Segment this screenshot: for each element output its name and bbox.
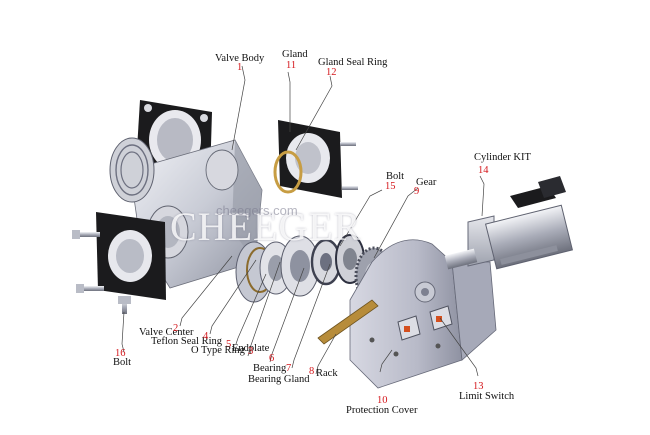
rack-shape bbox=[317, 299, 379, 345]
callout-name: Gland bbox=[282, 49, 308, 60]
watermark-url: cheegers.com bbox=[216, 203, 298, 218]
limit-switch-shape bbox=[397, 305, 453, 341]
callout-number: 3 bbox=[248, 346, 254, 357]
callout-name: Limit Switch bbox=[459, 391, 515, 402]
callout-number: 11 bbox=[286, 60, 297, 71]
left-flange-shape bbox=[96, 212, 166, 300]
callout-name: Valve Body bbox=[215, 53, 265, 64]
watermark-brand: CHEEGER bbox=[170, 204, 362, 249]
callout-number: 7 bbox=[286, 363, 292, 374]
callout-name: Valve Center bbox=[139, 327, 194, 338]
callout-name: Teflon Seal Ring bbox=[151, 336, 223, 347]
gland-seal-ring-shape bbox=[273, 150, 303, 194]
callout-name: Cylinder KIT bbox=[474, 152, 531, 163]
callout-number: 2 bbox=[173, 323, 179, 334]
callout-name: Bolt bbox=[386, 171, 405, 182]
callout-number: 4 bbox=[203, 331, 209, 342]
callout-number: 8 bbox=[309, 366, 315, 377]
cylinder-kit-shape bbox=[444, 176, 574, 270]
callout-name: Gear bbox=[416, 177, 437, 188]
callout-name: Gland Seal Ring bbox=[318, 57, 388, 68]
callout-number: 16 bbox=[115, 348, 126, 359]
callout-number: 1 bbox=[237, 62, 243, 73]
callout-number: 15 bbox=[385, 181, 396, 192]
valve-body-shape bbox=[109, 100, 263, 289]
protection-cover-shape bbox=[349, 239, 497, 389]
callout-number: 13 bbox=[473, 381, 484, 392]
callout-number: 9 bbox=[414, 186, 420, 197]
callout-number: 10 bbox=[377, 395, 388, 406]
leader-lines bbox=[121, 65, 485, 377]
callout-number: 12 bbox=[326, 67, 337, 78]
callout-name: O Type Ring bbox=[191, 345, 245, 356]
callout-name: Protection Cover bbox=[346, 405, 418, 416]
callout-name: Rack bbox=[316, 368, 338, 379]
callout-name: Bearing Gland bbox=[248, 374, 310, 385]
gland-flange-shape bbox=[278, 120, 358, 198]
callout-number: 5 bbox=[226, 339, 232, 350]
callout-name: Endplate bbox=[232, 343, 270, 354]
bolt-16-shapes bbox=[72, 230, 131, 314]
callout-number: 6 bbox=[269, 353, 275, 364]
callout-number: 14 bbox=[478, 165, 489, 176]
callout-name: Bolt bbox=[113, 357, 132, 368]
callout-name: Bearing bbox=[253, 363, 287, 374]
